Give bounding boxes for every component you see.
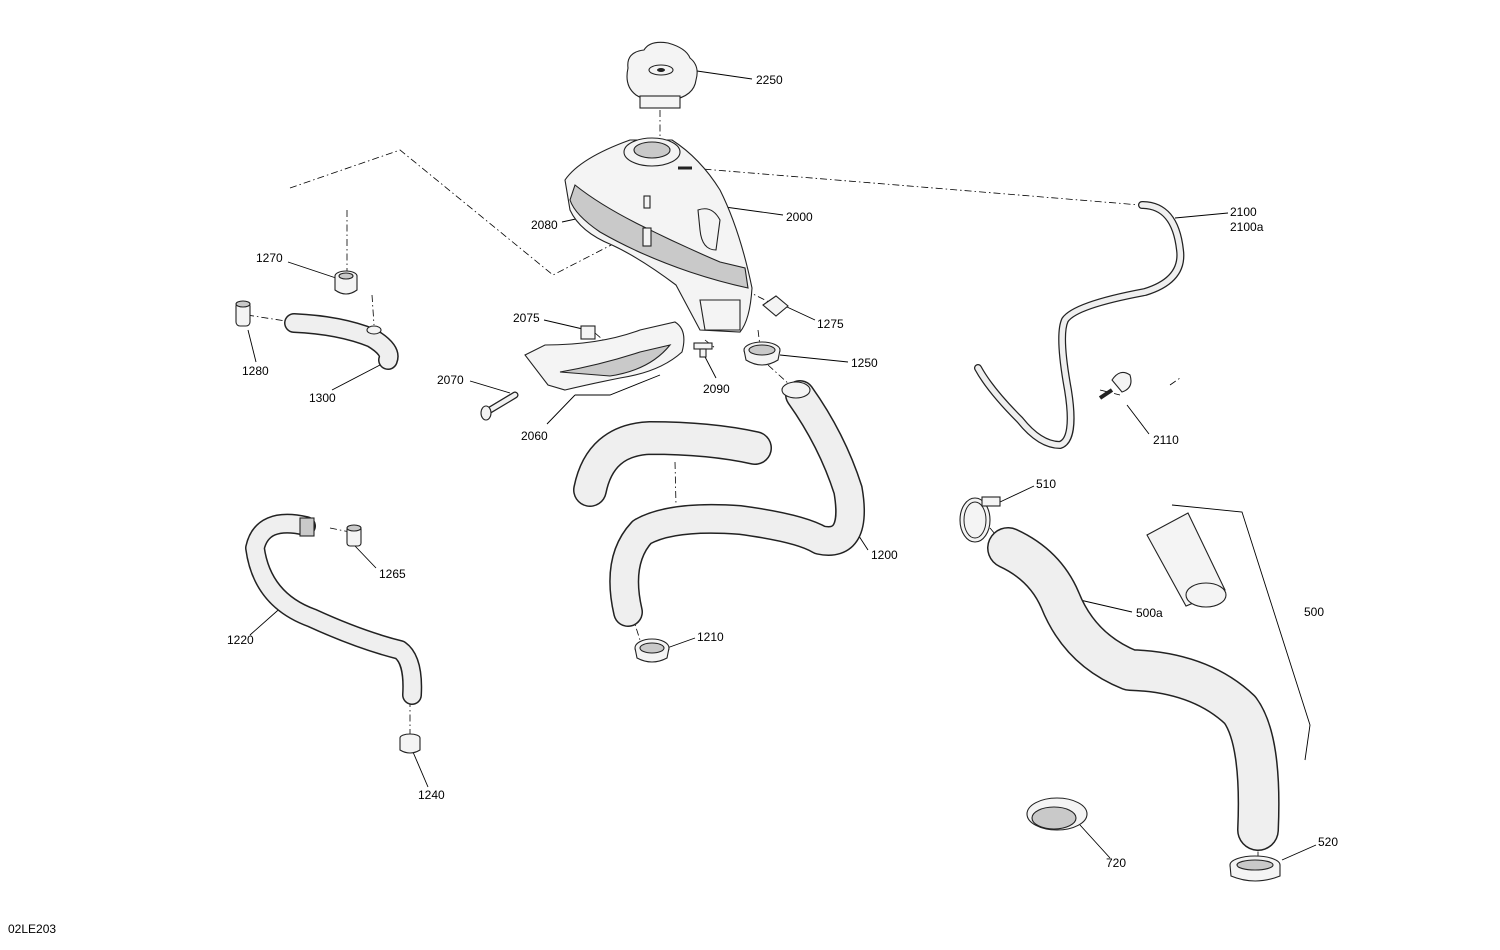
callout-510: 510 (1036, 477, 1056, 491)
hose-clip (1098, 371, 1132, 400)
clamp-1210 (634, 638, 670, 663)
clamp-1250 (743, 341, 781, 366)
bracket (524, 321, 685, 391)
expansion-tank (564, 137, 753, 333)
clamp-520 (1229, 855, 1281, 882)
callout-2070: 2070 (437, 373, 464, 387)
callout-2110: 2110 (1153, 433, 1179, 447)
tank-screw (643, 195, 651, 209)
callout-1210: 1210 (697, 630, 724, 644)
callout-2060: 2060 (521, 429, 548, 443)
bolt-2090 (693, 342, 713, 358)
callout-2075: 2075 (513, 311, 540, 325)
overflow-hose (974, 201, 1185, 449)
callout-1300: 1300 (309, 391, 336, 405)
callout-2080: 2080 (531, 218, 558, 232)
callout-1200: 1200 (871, 548, 898, 562)
callout-labels: 2250 2000 2080 2100 2100a 1270 1280 1300… (8, 73, 1338, 936)
callout-1265: 1265 (379, 567, 406, 581)
callout-1240: 1240 (418, 788, 445, 802)
callout-1220: 1220 (227, 633, 254, 647)
radiator-cap (626, 41, 698, 109)
callout-1275: 1275 (817, 317, 844, 331)
callout-1280: 1280 (242, 364, 269, 378)
hose-1200 (573, 380, 866, 627)
callout-2000: 2000 (786, 210, 813, 224)
callout-2100: 2100 (1230, 205, 1257, 219)
assembly-lines (246, 110, 1259, 858)
callout-500a: 500a (1136, 606, 1163, 620)
diagram-code: 02LE203 (8, 922, 56, 936)
clamp-720 (1026, 797, 1088, 831)
bolt-2070 (480, 391, 519, 421)
callout-1250: 1250 (851, 356, 878, 370)
hose-1220 (245, 513, 423, 705)
callout-2090: 2090 (703, 382, 730, 396)
hose-500a (987, 527, 1280, 851)
callout-2250: 2250 (756, 73, 783, 87)
clamp-1270 (334, 270, 358, 295)
callout-720: 720 (1106, 856, 1126, 870)
clamp-1275 (762, 295, 789, 317)
callout-500: 500 (1304, 605, 1324, 619)
nut-2075 (580, 325, 596, 340)
clamp-1240 (399, 733, 421, 754)
callout-1270: 1270 (256, 251, 283, 265)
clamp-1280 (235, 300, 251, 327)
hose-500-sleeve (1146, 512, 1227, 608)
clamp-510 (959, 496, 1001, 543)
callout-520: 520 (1318, 835, 1338, 849)
clamp-1265 (346, 524, 362, 547)
callout-2100a: 2100a (1230, 220, 1264, 234)
hose-1300 (284, 313, 399, 370)
